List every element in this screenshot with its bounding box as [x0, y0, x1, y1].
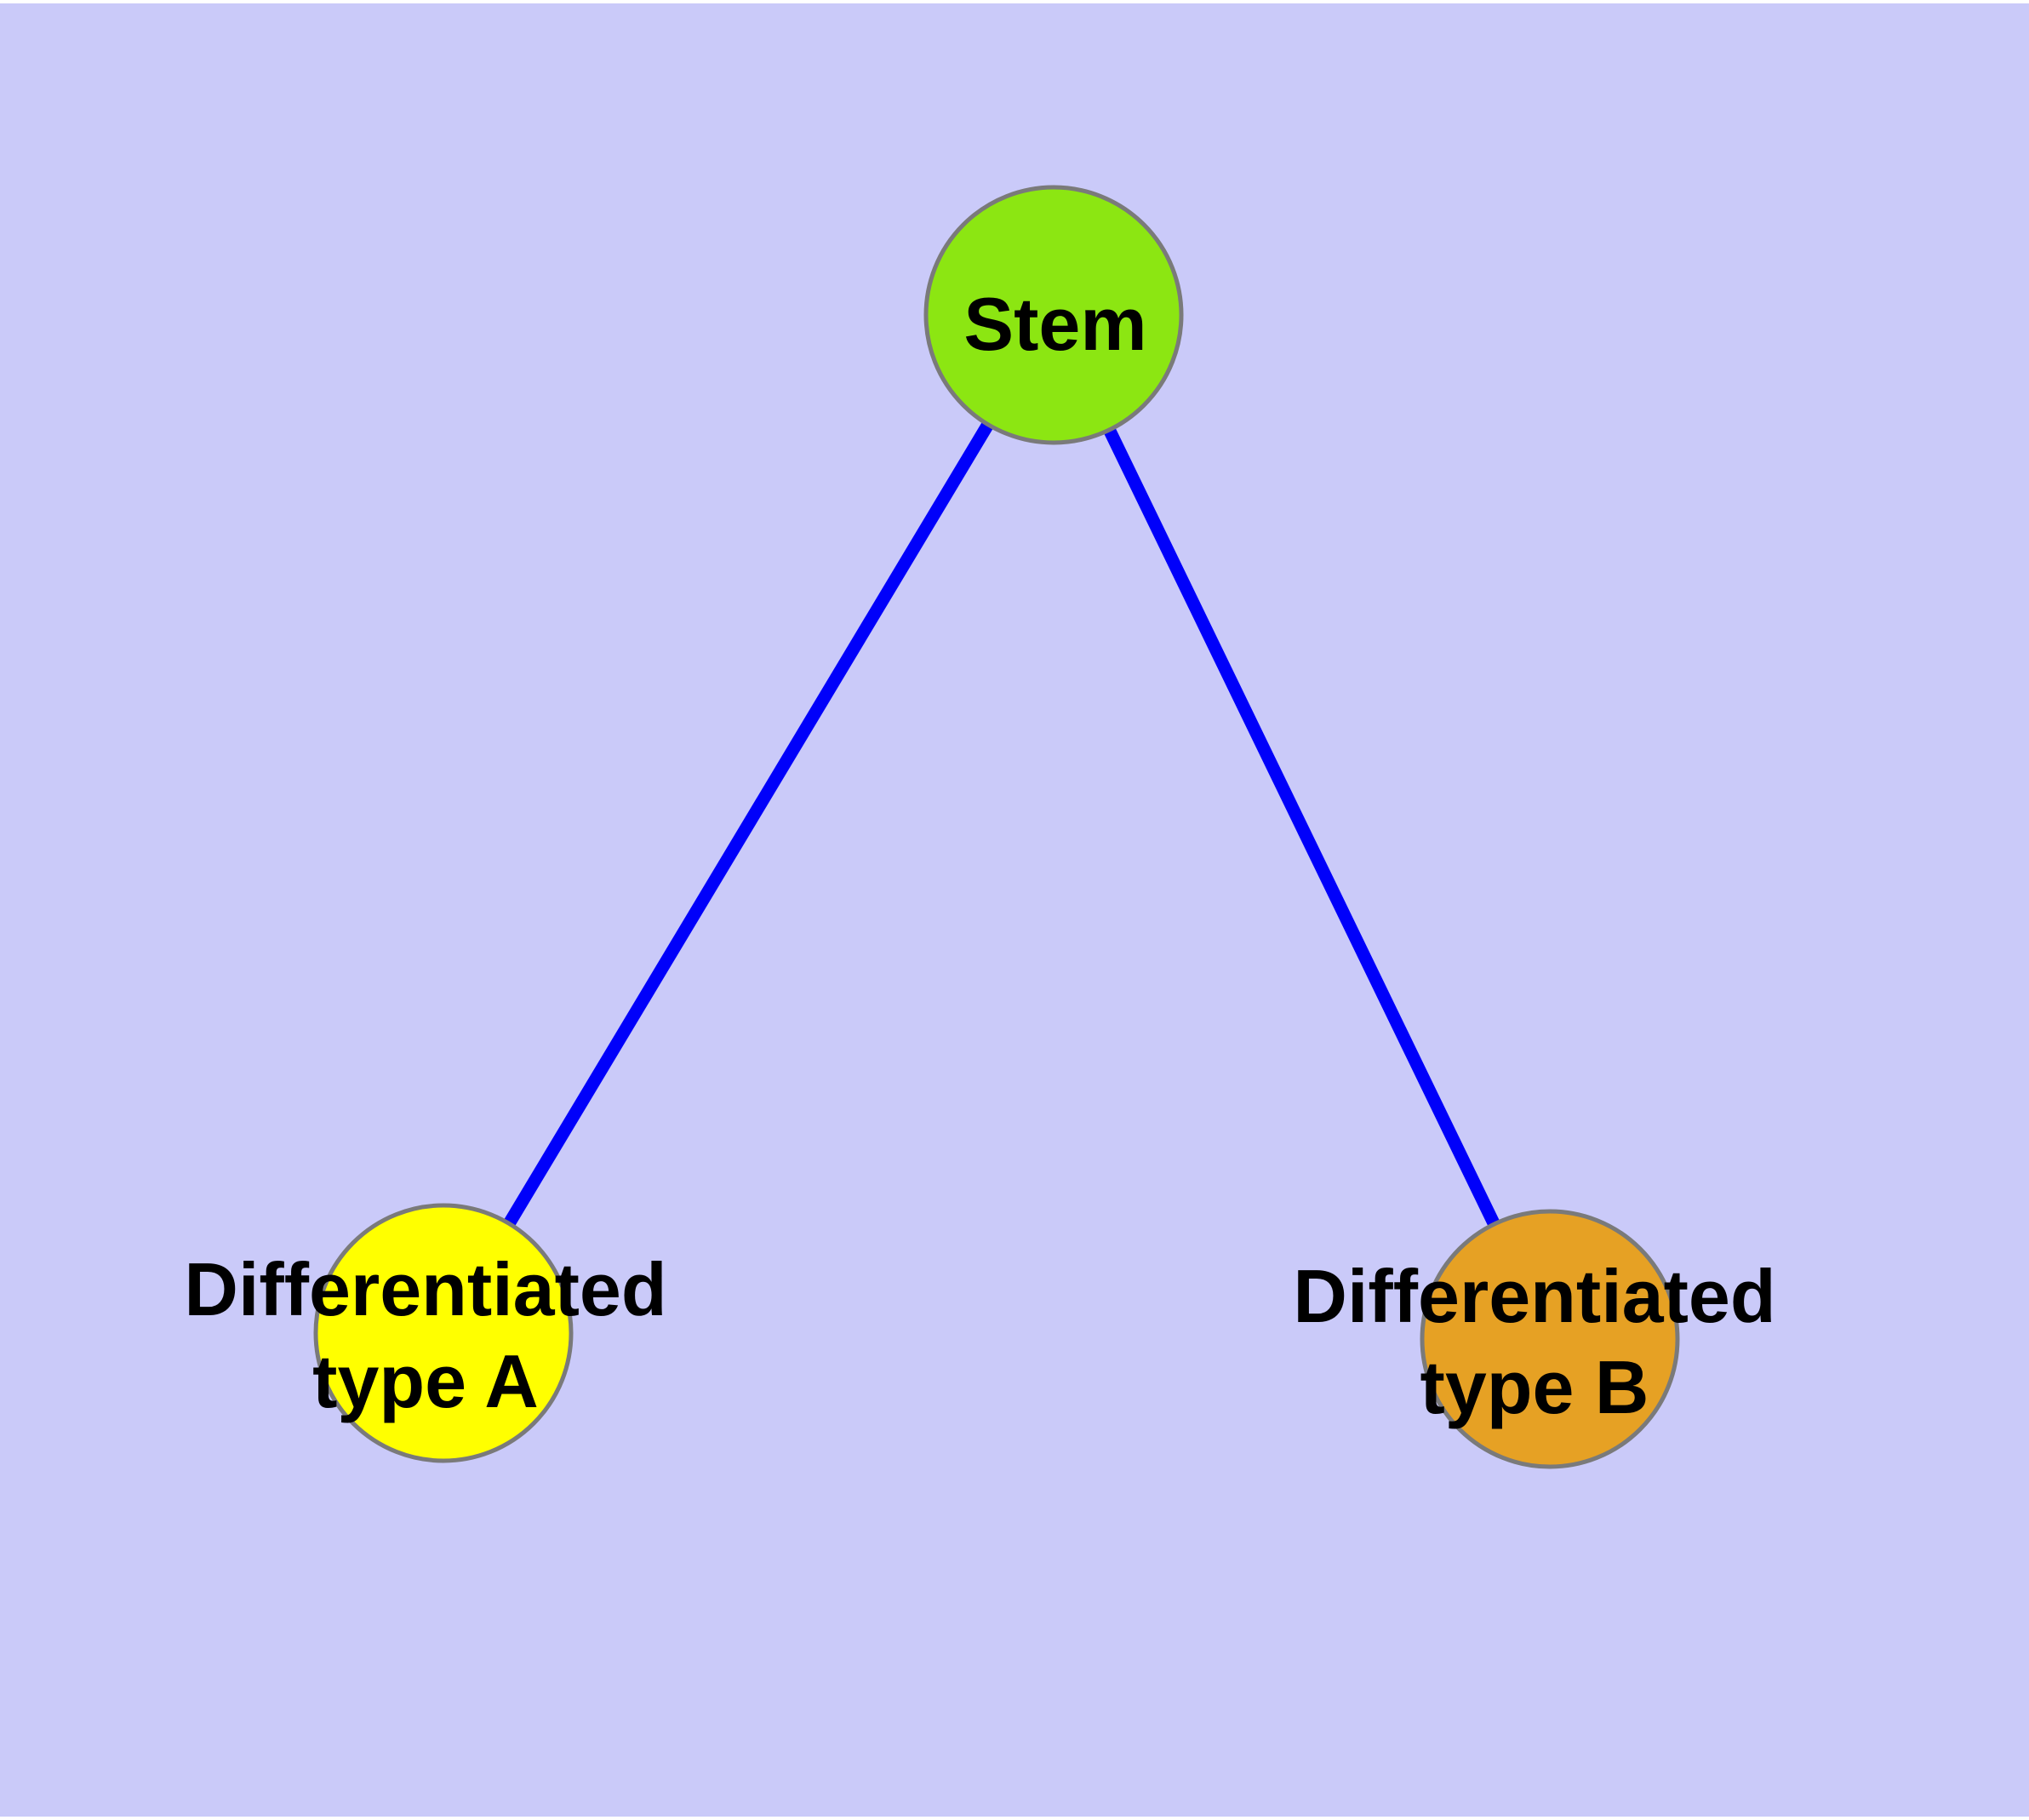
node-type-a-circle — [313, 1203, 574, 1463]
node-type-a-label-line-1: Differentiated — [184, 1247, 666, 1331]
node-stem-circle — [923, 185, 1184, 445]
node-type-b-circle — [1420, 1209, 1680, 1469]
node-type-a-label-line-2: type A — [312, 1339, 539, 1423]
node-type-b-label-line-1: Differentiated — [1293, 1254, 1775, 1338]
node-type-b-label-line-2: type B — [1420, 1345, 1649, 1429]
node-stem-label: Stem — [963, 282, 1146, 366]
edge-stem-to-type-a — [437, 312, 1060, 1336]
edge-stem-to-type-b — [1048, 312, 1556, 1342]
